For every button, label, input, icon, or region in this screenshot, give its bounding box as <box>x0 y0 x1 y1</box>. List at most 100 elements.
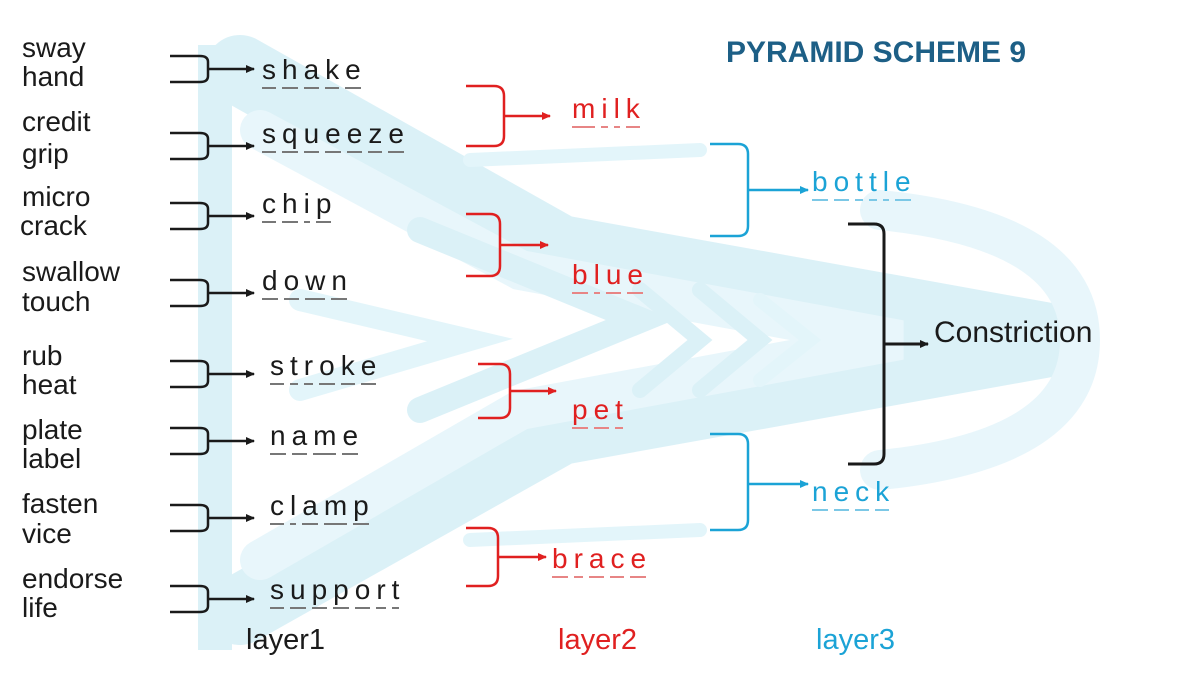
letter-slot: q <box>282 120 298 153</box>
clue-4a: swallow <box>22 256 121 287</box>
letter-slot: t <box>391 576 400 609</box>
clue-3a: micro <box>22 181 91 212</box>
letter-slot: h <box>282 190 298 223</box>
letter-slot: z <box>368 120 383 153</box>
clue-2b: grip <box>22 138 69 169</box>
letter-slot: d <box>262 267 278 300</box>
letter-slot: e <box>630 545 647 578</box>
layer1-brackets <box>466 84 557 588</box>
letter-slot: e <box>346 120 363 153</box>
letter-slot: o <box>283 267 300 300</box>
letter-slot: n <box>270 422 286 455</box>
letter-slot: s <box>270 352 284 385</box>
clue-2a: credit <box>22 106 91 137</box>
clue-6b: label <box>22 443 82 474</box>
letter-slot: k <box>340 352 355 385</box>
letter-slot: p <box>353 492 369 525</box>
layer1-label: layer1 <box>246 624 325 656</box>
clue-4b: touch <box>22 286 91 317</box>
letter-slot: t <box>615 396 623 429</box>
letter-slot: a <box>588 545 605 578</box>
letter-slot: i <box>303 190 310 223</box>
letter-slot: e <box>360 352 377 385</box>
letter-slot: a <box>303 56 320 89</box>
letter-slot: l <box>882 168 889 201</box>
letter-slot: k <box>625 95 640 128</box>
letter-slot: b <box>812 168 828 201</box>
letter-slot: n <box>331 267 347 300</box>
letter-slot: n <box>812 478 828 511</box>
letter-slot: t <box>290 352 298 385</box>
letter-slot: e <box>833 478 850 511</box>
clue-7a: fasten <box>22 488 99 519</box>
letter-slot: c <box>262 190 276 223</box>
clue-6a: plate <box>22 414 83 445</box>
letter-slot: c <box>270 492 284 525</box>
letter-slot: s <box>270 576 284 609</box>
letter-slot: p <box>315 190 332 223</box>
letter-slot: e <box>388 120 404 153</box>
letter-slot: l <box>613 95 620 128</box>
letter-slot: s <box>262 120 276 153</box>
letter-slot: o <box>319 352 335 385</box>
layer3-bracket <box>848 222 929 466</box>
layer3-label: layer3 <box>816 624 895 656</box>
clue-1b: hand <box>22 61 85 92</box>
letter-slot: t <box>855 168 863 201</box>
letter-slot: m <box>572 95 596 128</box>
letter-slot: k <box>875 478 890 511</box>
letter-slot: a <box>302 492 318 525</box>
letter-slot: r <box>303 352 314 385</box>
letter-slot: e <box>345 56 361 89</box>
letter-slot: r <box>376 576 386 609</box>
letter-slot: b <box>572 261 588 294</box>
letter-slot: c <box>855 478 870 511</box>
letter-slot: e <box>627 261 643 294</box>
clue-5b: heat <box>22 369 77 400</box>
letter-slot: b <box>552 545 568 578</box>
letter-slot: o <box>354 576 371 609</box>
clue-1a: sway <box>22 32 86 63</box>
clue-3b: crack <box>20 210 87 241</box>
letter-slot: u <box>290 576 306 609</box>
letter-slot: w <box>305 267 326 300</box>
letter-slot: m <box>323 492 348 525</box>
clue-8a: endorse <box>22 563 124 594</box>
letter-slot: l <box>593 261 600 294</box>
letter-slot: u <box>605 261 622 294</box>
letter-slot: p <box>311 576 328 609</box>
layer2-brackets <box>710 142 809 532</box>
letter-slot: p <box>333 576 349 609</box>
letter-slot: h <box>282 56 298 89</box>
letter-slot: e <box>894 168 911 201</box>
letter-slot: s <box>262 56 276 89</box>
letter-slot: i <box>601 95 608 128</box>
clue-8b: life <box>22 592 58 623</box>
letter-slot: u <box>303 120 320 153</box>
letter-slot: e <box>593 396 610 429</box>
letter-slot: m <box>313 422 337 455</box>
letter-slot: c <box>610 545 625 578</box>
letter-slot: e <box>342 422 359 455</box>
letter-slot: t <box>868 168 877 201</box>
clue-5a: rub <box>22 340 63 371</box>
clue-brackets <box>170 54 255 614</box>
letter-slot: e <box>325 120 341 153</box>
letter-slot: l <box>290 492 297 525</box>
letter-slot: k <box>325 56 340 89</box>
letter-slot: o <box>833 168 850 201</box>
